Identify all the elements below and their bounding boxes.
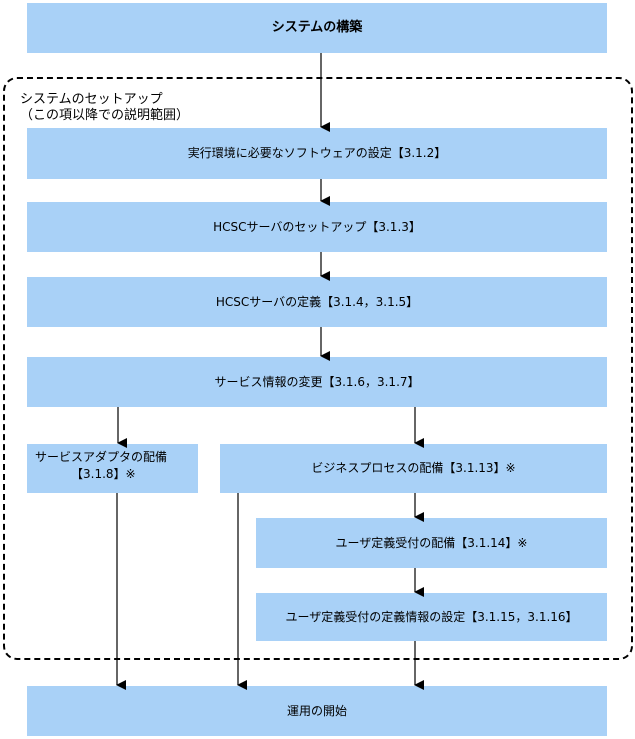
system-build-label: システムの構築 [271, 19, 363, 35]
business-process-box: ビジネスプロセスの配備【3.1.13】※ [220, 444, 607, 493]
service-info-box: サービス情報の変更【3.1.6，3.1.7】 [27, 357, 607, 407]
runtime-software-label: 実行環境に必要なソフトウェアの設定【3.1.2】 [187, 146, 447, 161]
user-reception-info-label: ユーザ定義受付の定義情報の設定【3.1.15，3.1.16】 [285, 609, 578, 624]
service-info-label: サービス情報の変更【3.1.6，3.1.7】 [214, 374, 420, 389]
adapter-deploy-label-2: 【3.1.8】※ [71, 466, 136, 481]
user-reception-info-box: ユーザ定義受付の定義情報の設定【3.1.15，3.1.16】 [256, 593, 607, 641]
business-process-label: ビジネスプロセスの配備【3.1.13】※ [311, 461, 516, 476]
adapter-deploy-box: サービスアダプタの配備 【3.1.8】※ [27, 444, 198, 493]
setup-scope-subtitle: （この項以降での説明範囲） [20, 108, 190, 124]
hcsc-setup-label: HCSCサーバのセットアップ【3.1.3】 [213, 219, 421, 234]
system-build-box: システムの構築 [27, 3, 607, 53]
runtime-software-box: 実行環境に必要なソフトウェアの設定【3.1.2】 [27, 128, 607, 179]
operation-start-box: 運用の開始 [27, 686, 607, 736]
adapter-deploy-label-1: サービスアダプタの配備 [35, 450, 168, 464]
setup-scope-group [3, 77, 633, 660]
setup-scope-title: システムのセットアップ [20, 92, 163, 107]
operation-start-label: 運用の開始 [286, 703, 347, 718]
user-reception-deploy-box: ユーザ定義受付の配備【3.1.14】※ [256, 518, 607, 568]
hcsc-define-box: HCSCサーバの定義【3.1.4，3.1.5】 [27, 277, 607, 327]
hcsc-define-label: HCSCサーバの定義【3.1.4，3.1.5】 [215, 294, 419, 309]
setup-scope-label: システムのセットアップ （この項以降での説明範囲） [20, 92, 189, 125]
hcsc-setup-box: HCSCサーバのセットアップ【3.1.3】 [27, 202, 607, 252]
user-reception-deploy-label: ユーザ定義受付の配備【3.1.14】※ [335, 535, 528, 550]
